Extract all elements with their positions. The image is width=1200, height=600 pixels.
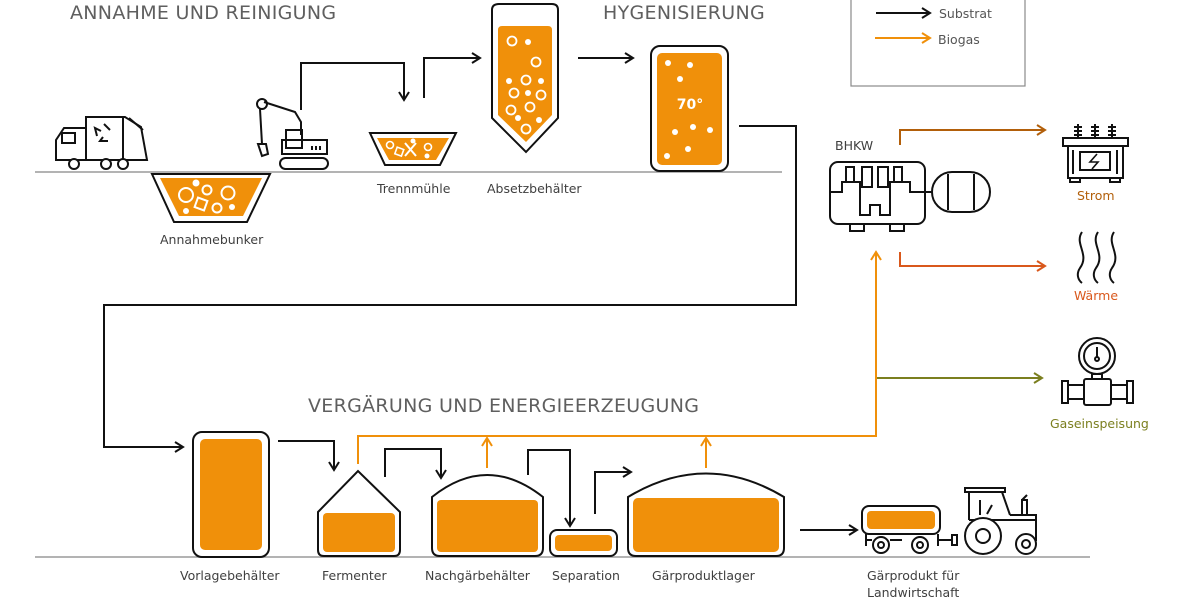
heat-waves-icon <box>1076 231 1117 284</box>
flow-arrow-to-settling <box>423 52 482 98</box>
label-heat: Wärme <box>1074 288 1118 303</box>
section-title-fermentation: VERGÄRUNG UND ENERGIEERZEUGUNG <box>308 394 699 417</box>
separation-unit <box>549 529 618 557</box>
hygienisation-tank: 70° <box>650 45 729 172</box>
settling-tank <box>491 3 559 154</box>
separation-mill <box>368 132 458 166</box>
garbage-truck-icon <box>55 116 149 170</box>
label-separation-mill: Trennmühle <box>376 181 451 196</box>
label-post-fermenter: Nachgärbehälter <box>425 568 531 583</box>
legend: Substrat Biogas <box>850 0 1026 87</box>
excavator-icon <box>256 98 329 170</box>
label-separation: Separation <box>552 568 620 583</box>
chp-engine-icon <box>829 161 991 232</box>
section-title-reception: ANNAHME UND REINIGUNG <box>70 2 336 24</box>
hygienisation-temperature: 70° <box>677 97 703 113</box>
label-electricity: Strom <box>1077 188 1115 203</box>
flow-arrow-to-mill <box>300 62 410 110</box>
label-chp: BHKW <box>835 138 873 153</box>
flow-arrow-to-electricity <box>899 124 1047 145</box>
transformer-icon <box>1062 124 1129 183</box>
label-digestate-agriculture-line1: Gärprodukt für <box>867 568 960 583</box>
label-fermenter: Fermenter <box>322 568 387 583</box>
pressure-gauge-icon <box>1061 337 1134 406</box>
storage-tank <box>192 431 270 558</box>
label-receiving-bunker: Annahmebunker <box>160 232 264 247</box>
flow-arrow-to-heat <box>899 252 1047 272</box>
legend-box <box>850 0 1026 87</box>
legend-substrate-label: Substrat <box>939 6 992 21</box>
fermenter <box>317 469 401 557</box>
label-digestate-agriculture-line2: Landwirtschaft <box>867 585 959 600</box>
tractor-icon <box>964 487 1037 555</box>
tanker-trailer-icon <box>861 505 958 554</box>
label-storage-tank: Vorlagebehälter <box>180 568 280 583</box>
biogas-main-line <box>357 250 882 464</box>
receiving-bunker <box>150 173 272 223</box>
flow-arrow-to-separation <box>527 449 576 528</box>
label-digestate-storage: Gärproduktlager <box>652 568 756 583</box>
digestate-storage <box>627 472 785 557</box>
section-title-hygienisation: HYGENISIERUNG <box>603 2 765 24</box>
legend-biogas-label: Biogas <box>938 32 980 47</box>
label-gas-injection: Gaseinspeisung <box>1050 416 1149 431</box>
flow-arrow-to-digestate-storage <box>594 466 633 514</box>
flow-arrow-to-post-fermenter <box>384 448 447 480</box>
label-settling-tank: Absetzbehälter <box>487 181 582 196</box>
post-fermenter <box>431 474 544 557</box>
flow-arrow-to-storage-tank <box>103 125 797 453</box>
flow-arrow-to-fermenter <box>278 440 340 472</box>
